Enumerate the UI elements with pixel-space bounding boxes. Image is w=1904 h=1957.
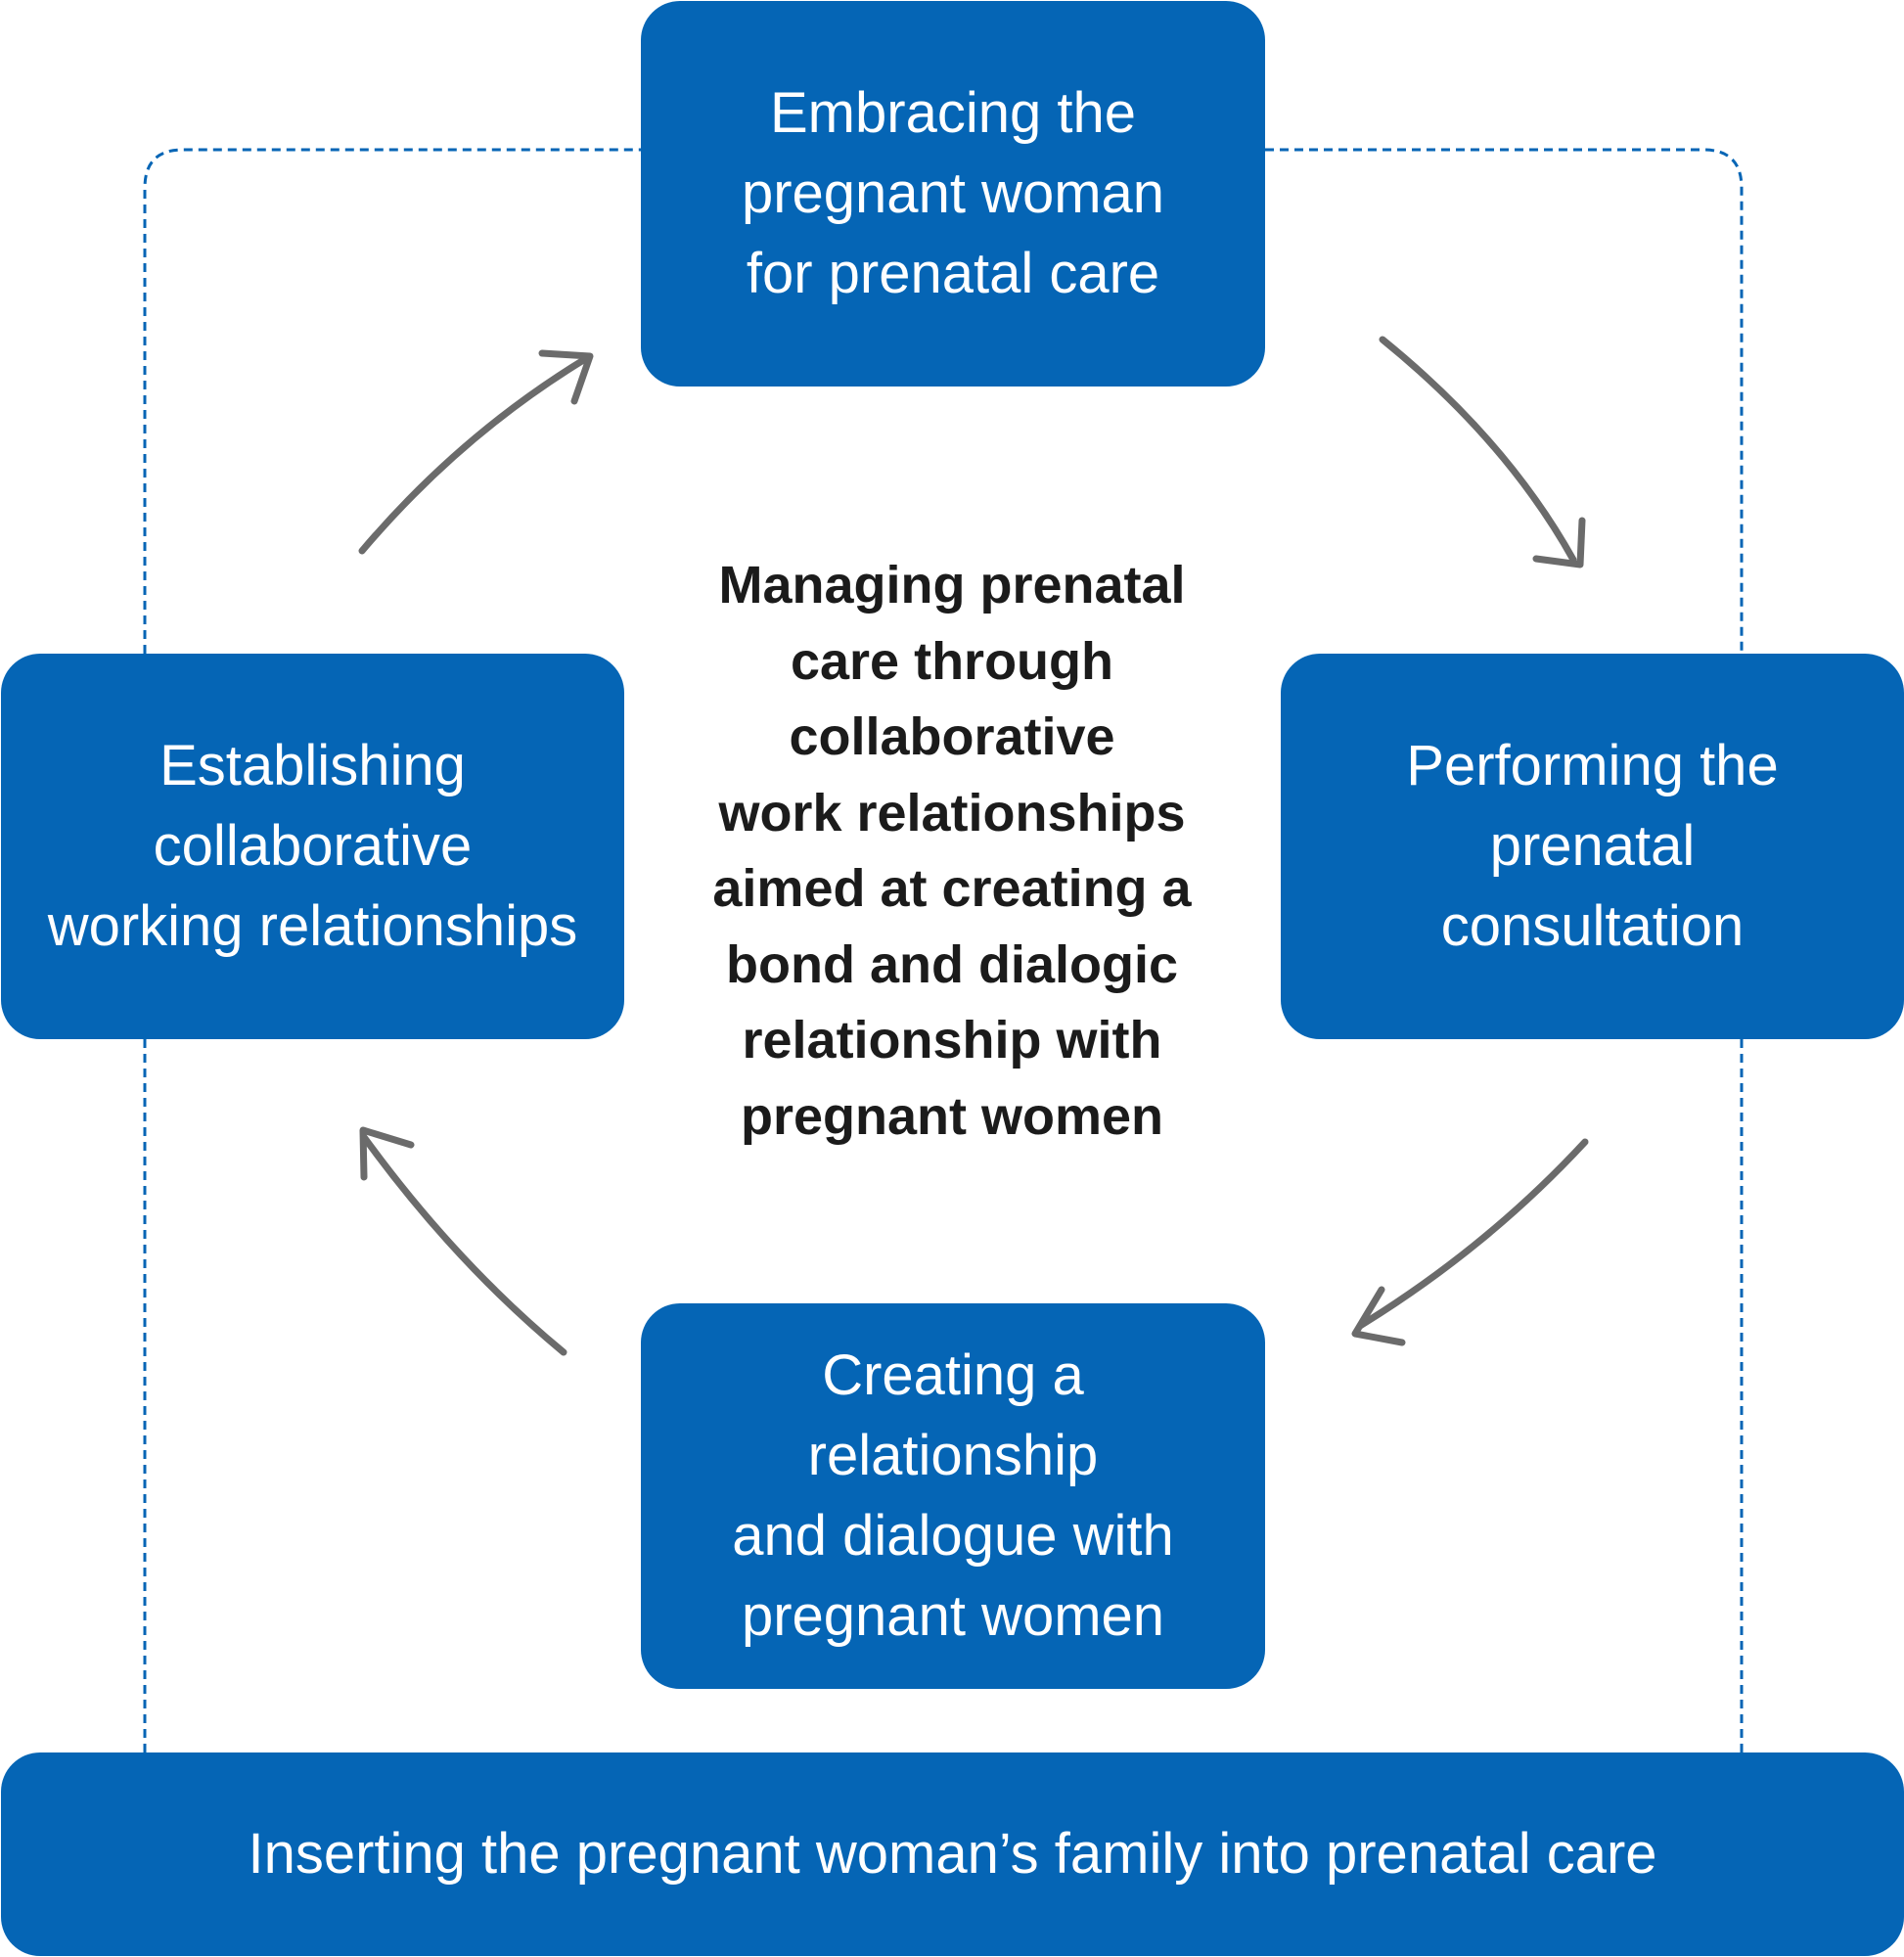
stage-box-creating-relationship: Creating a relationship and dialogue wit… — [641, 1303, 1265, 1689]
arrow-bottom-to-left — [360, 1133, 567, 1356]
arrow-top-to-right — [1379, 336, 1577, 564]
stage-box-establishing-relationships: Establishing collaborative working relat… — [1, 654, 624, 1039]
base-box-family-insertion: Inserting the pregnant woman’s family in… — [1, 1752, 1904, 1956]
arrow-bottom-to-left-head — [359, 1126, 415, 1181]
arrow-left-to-top-head — [538, 349, 594, 405]
arrow-top-to-right-head — [1532, 517, 1586, 569]
arrow-right-to-bottom-head — [1351, 1286, 1406, 1346]
arrow-left-to-top — [358, 355, 589, 555]
stage-box-performing-consultation: Performing the prenatal consultation — [1281, 654, 1904, 1039]
arrow-right-to-bottom — [1356, 1138, 1589, 1330]
central-concept-text: Managing prenatal care through collabora… — [712, 556, 1192, 1146]
stage-box-embracing: Embracing the pregnant woman for prenata… — [641, 1, 1265, 387]
